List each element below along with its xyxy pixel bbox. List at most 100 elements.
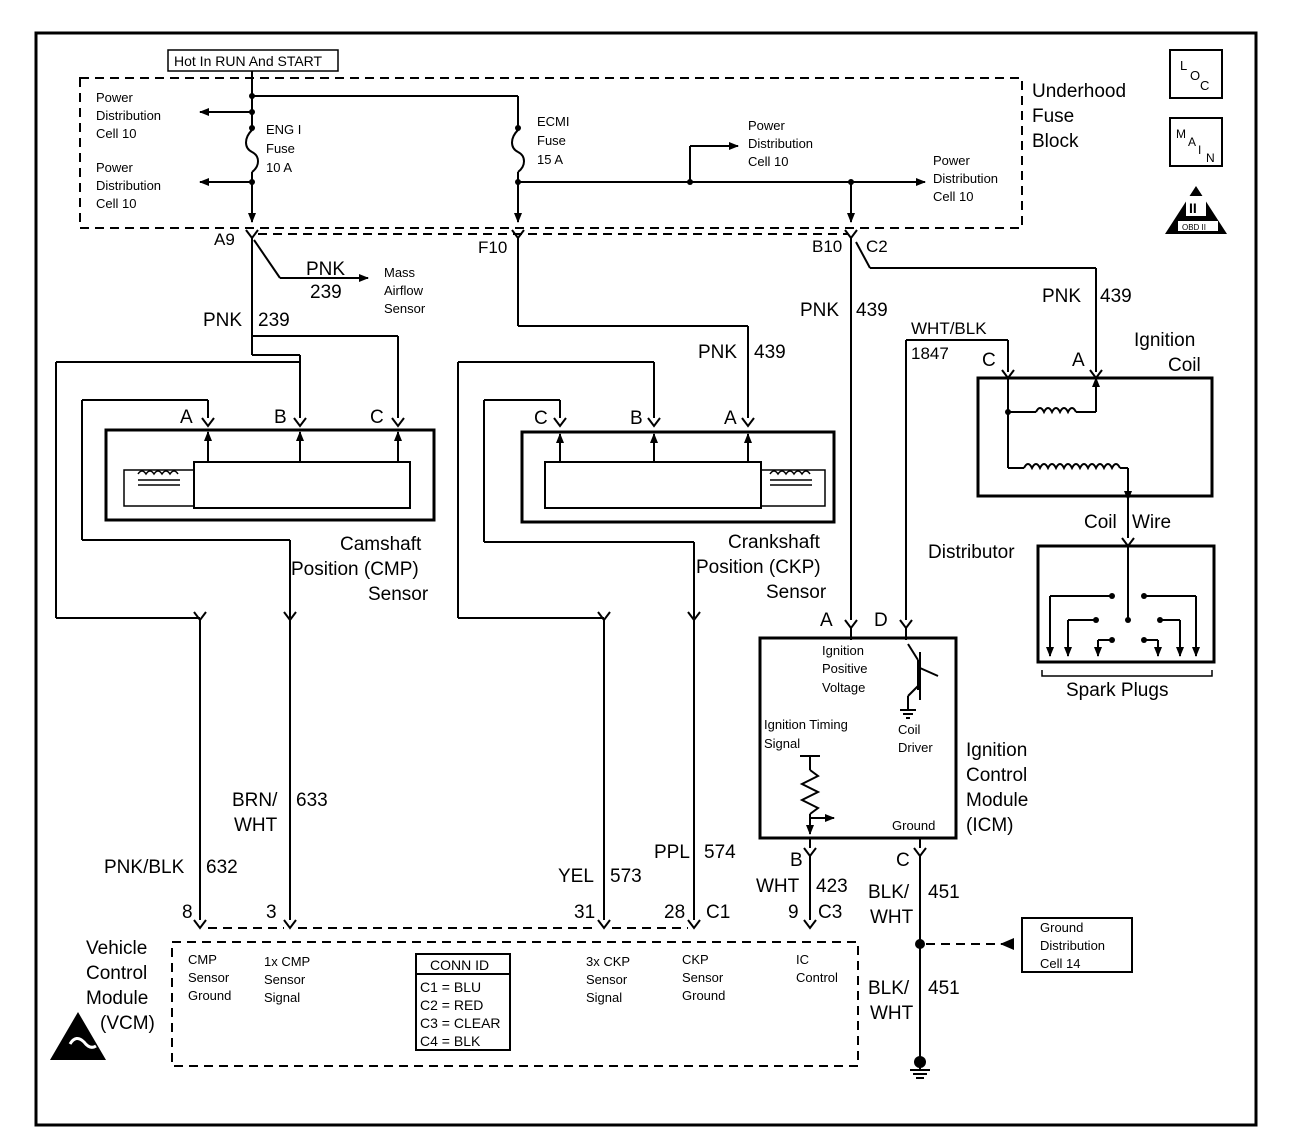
maf-wire-color: PNK: [306, 259, 345, 280]
distributor: [1036, 544, 1216, 664]
svg-text:O: O: [1190, 68, 1200, 83]
svg-text:1x CMP: 1x CMP: [264, 954, 310, 969]
pd-right-label: Power Distribution Cell 10: [933, 153, 998, 204]
icm-its-label: Ignition Timing Signal: [764, 717, 848, 751]
esd-warning-icon: [50, 1012, 106, 1060]
icm-pin-b: B: [790, 850, 803, 871]
svg-text:Signal: Signal: [764, 736, 800, 751]
svg-text:Distribution: Distribution: [1040, 938, 1105, 953]
icm-name-label: Ignition Control Module (ICM): [966, 740, 1028, 836]
maf-wire-number: 239: [310, 282, 342, 303]
cmp-pin-c: C: [370, 407, 384, 428]
cmp-harness: [55, 355, 301, 920]
connector-a9: A9: [214, 230, 235, 249]
svg-text:Power: Power: [96, 90, 134, 105]
obd-ii-icon: II OBD II: [1165, 186, 1227, 234]
svg-text:Module: Module: [86, 988, 148, 1009]
hot-label: Hot In RUN And START: [174, 53, 323, 69]
vcm-connector-c3: C3: [818, 902, 842, 923]
icm-pin-d: D: [874, 610, 888, 631]
svg-text:C: C: [1200, 78, 1209, 93]
svg-text:3x CKP: 3x CKP: [586, 954, 630, 969]
ckp-harness: [457, 361, 701, 920]
svg-text:L: L: [1180, 58, 1187, 73]
wire-label-pnk: PNK: [203, 310, 242, 331]
wire-label-632: 632: [206, 857, 238, 878]
svg-text:(VCM): (VCM): [100, 1013, 155, 1034]
vcm-connector-pins: [193, 919, 817, 930]
wire-label-wht-633: WHT: [234, 815, 278, 836]
wire-label-whtblk: WHT/BLK: [911, 319, 987, 338]
svg-text:Ground: Ground: [1040, 920, 1083, 935]
maf-sensor-label: Mass Airflow Sensor: [384, 265, 426, 316]
svg-text:Ground: Ground: [682, 988, 725, 1003]
wire-label-439-ckp: 439: [754, 342, 786, 363]
svg-text:Sensor: Sensor: [586, 972, 628, 987]
vcm-ckp-signal-label: 3x CKP Sensor Signal: [586, 954, 630, 1005]
svg-text:ECMI: ECMI: [537, 114, 570, 129]
svg-text:Distribution: Distribution: [933, 171, 998, 186]
svg-text:Sensor: Sensor: [384, 301, 426, 316]
cmp-sensor: [104, 417, 436, 522]
wire-label-pnkblk: PNK/BLK: [104, 857, 185, 878]
vcm-name-label: Vehicle Control Module (VCM): [86, 938, 155, 1034]
cmp-pin-a: A: [180, 407, 193, 428]
ckp-sensor-label: Crankshaft Position (CKP) Sensor: [696, 532, 827, 603]
wire-pnk-239: [245, 229, 399, 418]
svg-text:Voltage: Voltage: [822, 680, 865, 695]
loc-icon: L O C: [1169, 49, 1223, 99]
svg-text:Mass: Mass: [384, 265, 416, 280]
conn-id-table: CONN ID C1 = BLU C2 = RED C3 = CLEAR C4 …: [415, 953, 511, 1051]
svg-text:Ignition: Ignition: [822, 643, 864, 658]
svg-text:Crankshaft: Crankshaft: [728, 532, 821, 553]
svg-text:I: I: [1198, 143, 1201, 157]
svg-text:Coil: Coil: [898, 722, 921, 737]
spark-plugs-label: Spark Plugs: [1066, 680, 1168, 701]
wire-wht-blk-1847: [899, 339, 1009, 640]
vcm-pin-31: 31: [574, 902, 595, 923]
icm-ipv-label: Ignition Positive Voltage: [822, 643, 868, 695]
svg-text:Fuse: Fuse: [537, 133, 566, 148]
svg-text:Underhood: Underhood: [1032, 81, 1126, 102]
svg-text:M: M: [1176, 127, 1186, 141]
svg-text:CONN ID: CONN ID: [430, 957, 489, 973]
svg-text:C4 = BLK: C4 = BLK: [420, 1033, 481, 1049]
svg-text:Sensor: Sensor: [264, 972, 306, 987]
ignition-control-module: [758, 636, 958, 840]
svg-text:Power: Power: [96, 160, 134, 175]
distributor-label: Distributor: [928, 542, 1015, 563]
svg-text:Control: Control: [86, 963, 147, 984]
wire-label-439-coil: 439: [1100, 286, 1132, 307]
wire-label-pnk-icm: PNK: [800, 300, 839, 321]
svg-text:C3 = CLEAR: C3 = CLEAR: [420, 1015, 501, 1031]
svg-text:15 A: 15 A: [537, 152, 563, 167]
wire-pnk-439-icm: [844, 229, 1097, 640]
wire-label-574: 574: [704, 842, 736, 863]
wire-label-239: 239: [258, 310, 290, 331]
svg-text:Fuse: Fuse: [266, 141, 295, 156]
wire-label-blk-2: BLK/: [868, 978, 910, 999]
svg-text:(ICM): (ICM): [966, 815, 1013, 836]
connector-b10: B10: [812, 237, 842, 256]
svg-text:OBD II: OBD II: [1182, 223, 1206, 232]
svg-text:Block: Block: [1032, 131, 1079, 152]
ckp-sensor: [520, 417, 836, 524]
svg-text:C1 = BLU: C1 = BLU: [420, 979, 481, 995]
svg-text:Ground: Ground: [188, 988, 231, 1003]
ckp-pin-a: A: [724, 408, 737, 429]
svg-text:N: N: [1206, 151, 1215, 165]
wire-label-ppl: PPL: [654, 842, 690, 863]
pd-mid-label: Power Distribution Cell 10: [748, 118, 813, 169]
svg-text:CMP: CMP: [188, 952, 217, 967]
wire-label-633: 633: [296, 790, 328, 811]
svg-text:Signal: Signal: [586, 990, 622, 1005]
vcm-pin-28: 28: [664, 902, 685, 923]
eng-fuse-label: ENG I Fuse 10 A: [266, 122, 301, 175]
wire-blk-wht-451: [910, 838, 1014, 1079]
vcm-cmp-signal-label: 1x CMP Sensor Signal: [264, 954, 310, 1005]
cmp-pin-b: B: [274, 407, 287, 428]
svg-text:Power: Power: [748, 118, 786, 133]
connector-c2: C2: [866, 237, 888, 256]
wire-label-wht-1: WHT: [870, 907, 914, 928]
svg-text:Fuse: Fuse: [1032, 106, 1074, 127]
